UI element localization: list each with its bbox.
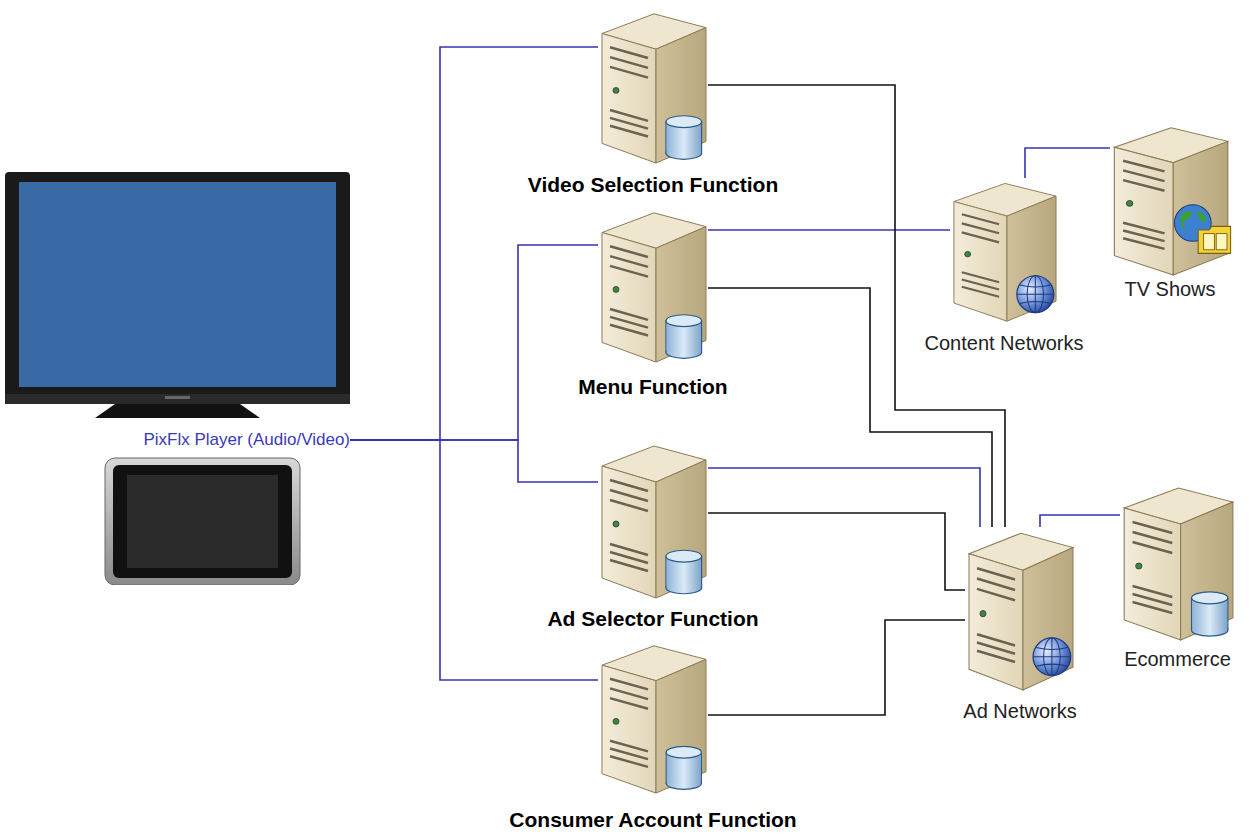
network-link xyxy=(1040,515,1120,527)
network-link xyxy=(708,468,980,527)
server-node: Ecommerce xyxy=(1120,482,1235,642)
node-label: Video Selection Function xyxy=(528,173,778,197)
node-label: TV Shows xyxy=(1124,278,1215,301)
server-node: Content Networks xyxy=(950,178,1058,323)
network-link xyxy=(708,288,992,527)
server-node: Ad Selector Function xyxy=(598,440,708,600)
server-node: Menu Function xyxy=(598,207,708,364)
network-link xyxy=(1025,148,1110,178)
server-icon xyxy=(1120,482,1235,642)
server-node: TV Shows xyxy=(1110,122,1230,277)
server-node: Video Selection Function xyxy=(598,8,708,165)
network-link xyxy=(708,513,965,590)
server-icon xyxy=(598,440,708,600)
network-link xyxy=(708,620,965,715)
server-icon xyxy=(598,8,708,165)
tv-tablet-illustration xyxy=(5,172,350,585)
network-link xyxy=(708,85,1005,527)
server-icon xyxy=(965,527,1075,692)
network-link xyxy=(350,47,598,440)
server-icon xyxy=(598,640,708,795)
server-icon xyxy=(950,178,1058,323)
node-label: Content Networks xyxy=(925,332,1084,355)
player-device: PixFlx Player (Audio/Video) xyxy=(5,172,350,585)
server-icon xyxy=(1110,122,1230,277)
node-label: Menu Function xyxy=(578,375,727,399)
node-label: Ad Selector Function xyxy=(547,607,758,631)
node-label: Consumer Account Function xyxy=(509,808,796,832)
network-link xyxy=(350,440,598,482)
server-icon xyxy=(598,207,708,364)
network-link xyxy=(708,229,950,231)
node-label: Ad Networks xyxy=(963,700,1076,723)
node-label: Ecommerce xyxy=(1124,648,1231,671)
network-link xyxy=(350,245,598,440)
network-link xyxy=(350,440,598,680)
server-node: Ad Networks xyxy=(965,527,1075,692)
node-label: PixFlx Player (Audio/Video) xyxy=(143,430,350,450)
server-node: Consumer Account Function xyxy=(598,640,708,795)
